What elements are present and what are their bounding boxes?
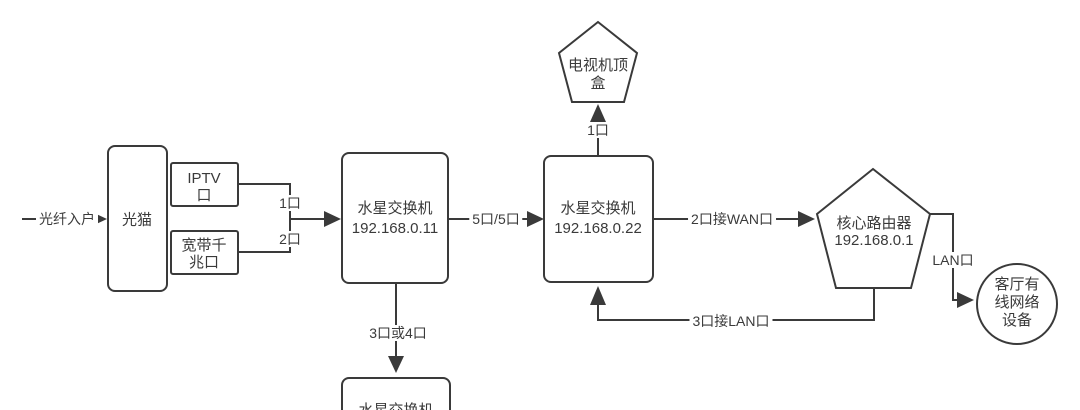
- iptv-port-box: [170, 162, 239, 207]
- port1-label: 1口: [276, 195, 304, 211]
- iptv-port-label: IPTV 口: [187, 170, 221, 204]
- living-room-label: 客厅有 线网络 设备: [994, 276, 1040, 329]
- lan-port-label: LAN口: [929, 252, 977, 268]
- switch2-label: 水星交换机 192.168.0.22: [554, 200, 642, 237]
- bottom-switch-label: 水星交换机: [342, 401, 450, 410]
- tv-set-top-box-label: 电视机顶 盒: [567, 57, 629, 92]
- modem-label: 光猫: [121, 211, 153, 229]
- switch1-box: [341, 152, 449, 284]
- switch1-arrowhead-icon: [324, 211, 341, 227]
- broadband-port-box: [170, 230, 239, 275]
- switch1-label: 水星交换机 192.168.0.11: [351, 200, 439, 237]
- lan-link-label: 3口接LAN口: [689, 313, 773, 329]
- router-wan-arrowhead-icon: [798, 211, 815, 227]
- broadband-port-label: 宽带千 兆口: [181, 237, 227, 271]
- switch2-lan-arrowhead-icon: [590, 286, 606, 305]
- modem-box: [107, 145, 168, 292]
- wan-link-label: 2口接WAN口: [688, 211, 776, 227]
- stb-port-label: 1口: [584, 122, 612, 138]
- switch2-box: [543, 155, 654, 283]
- fiber-in-label: 光纤入户: [36, 211, 98, 227]
- uplink-label: 5口/5口: [469, 211, 523, 227]
- core-router-pentagon: [815, 167, 932, 289]
- living-room-circle: [976, 263, 1058, 345]
- bottom-switch-box: [341, 377, 451, 410]
- port3or4-label: 3口或4口: [366, 325, 430, 341]
- core-router-label: 核心路由器 192.168.0.1: [834, 215, 914, 249]
- tv-set-top-box-pentagon: [557, 20, 639, 103]
- port2-label: 2口: [276, 231, 304, 247]
- stb-arrowhead-icon: [590, 104, 606, 122]
- living-room-arrowhead-icon: [957, 292, 974, 308]
- bottom-switch-arrowhead-icon: [388, 356, 404, 373]
- switch2-arrowhead-icon: [527, 211, 544, 227]
